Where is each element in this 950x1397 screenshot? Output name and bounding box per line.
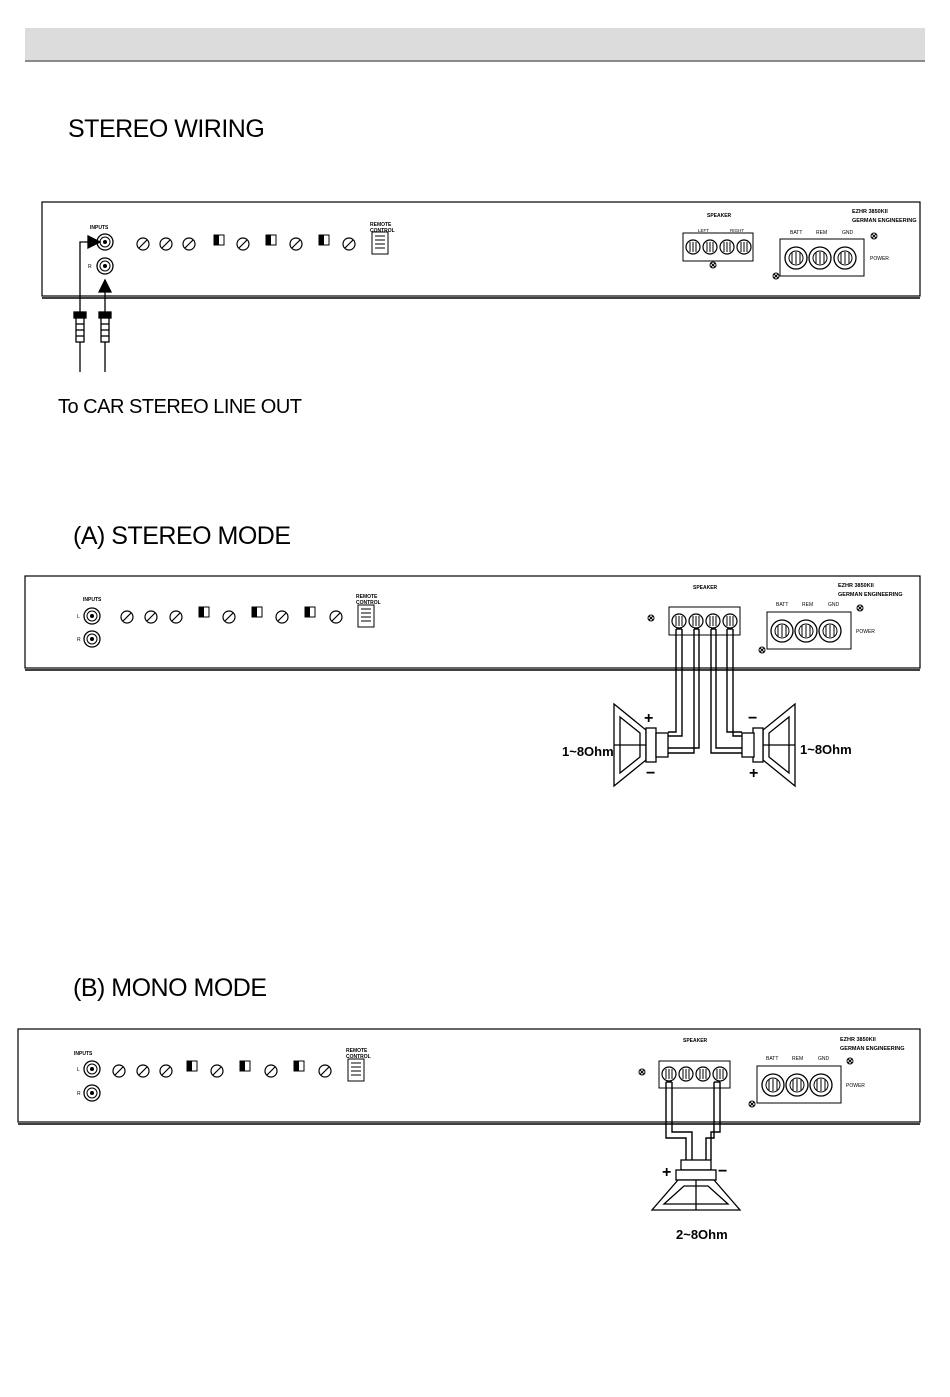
hpf-knob bbox=[236, 237, 250, 251]
mono-speaker-icon bbox=[650, 1159, 742, 1211]
left-label: LEFT bbox=[698, 228, 709, 233]
left-plus: + bbox=[644, 710, 653, 727]
svg-text:GERMAN ENGINEERING: GERMAN ENGINEERING bbox=[838, 592, 902, 598]
header-bar bbox=[25, 28, 925, 62]
svg-text:INPUTS: INPUTS bbox=[83, 597, 102, 603]
remote-label2: CONTROL bbox=[370, 228, 395, 234]
svg-text:L: L bbox=[77, 1067, 80, 1073]
amp-panel-stereo-mode: INPUTS L R REMOTE CONTROL SPEAKER EZHR 3… bbox=[24, 575, 921, 671]
svg-text:INPUTS: INPUTS bbox=[74, 1051, 93, 1057]
remote-label: REMOTE bbox=[370, 222, 392, 228]
hpf-switch bbox=[213, 234, 225, 246]
svg-text:L: L bbox=[77, 614, 80, 620]
right-minus: − bbox=[748, 710, 757, 727]
svg-text:GERMAN ENGINEERING: GERMAN ENGINEERING bbox=[840, 1046, 904, 1052]
svg-text:GND: GND bbox=[842, 230, 854, 236]
mono-minus: − bbox=[718, 1163, 727, 1180]
stereo-line-out-caption: To CAR STEREO LINE OUT bbox=[58, 396, 302, 418]
brand-line1: EZHR 3850KII bbox=[852, 209, 888, 215]
mode-switch bbox=[318, 234, 330, 246]
svg-text:CONTROL: CONTROL bbox=[346, 1054, 371, 1060]
svg-text:POWER: POWER bbox=[870, 256, 889, 262]
svg-text:REM: REM bbox=[816, 230, 827, 236]
svg-text:EZHR 3850KII: EZHR 3850KII bbox=[838, 583, 874, 589]
rca-plug-icon bbox=[73, 311, 87, 372]
svg-text:SPEAKER: SPEAKER bbox=[693, 585, 718, 591]
svg-text:REMOTE: REMOTE bbox=[356, 594, 378, 600]
brand-line2: GERMAN ENGINEERING bbox=[852, 218, 916, 224]
stereo-wiring-title: STEREO WIRING bbox=[68, 115, 265, 143]
rca-plug-icon bbox=[98, 311, 112, 372]
bass-boost-knob bbox=[159, 237, 173, 251]
svg-text:REM: REM bbox=[792, 1056, 803, 1062]
svg-text:SPEAKER: SPEAKER bbox=[683, 1038, 708, 1044]
svg-text:GND: GND bbox=[818, 1056, 830, 1062]
remote-port bbox=[371, 231, 389, 255]
svg-text:BATT: BATT bbox=[776, 602, 788, 608]
speaker-label: SPEAKER bbox=[707, 213, 732, 219]
mono-speaker-wires bbox=[665, 1081, 721, 1160]
input-jack-r bbox=[96, 257, 114, 275]
svg-text:POWER: POWER bbox=[856, 629, 875, 635]
level-knob bbox=[136, 237, 150, 251]
right-plus: + bbox=[749, 765, 758, 782]
phase-knob bbox=[342, 237, 356, 251]
mono-speaker-impedance: 2~8Ohm bbox=[676, 1227, 728, 1242]
right-speaker-impedance: 1~8Ohm bbox=[800, 742, 852, 757]
rca-cables bbox=[73, 234, 113, 372]
left-speaker-impedance: 1~8Ohm bbox=[562, 744, 614, 759]
left-minus: − bbox=[646, 765, 655, 782]
svg-text:REM: REM bbox=[802, 602, 813, 608]
svg-text:POWER: POWER bbox=[846, 1083, 865, 1089]
svg-text:GND: GND bbox=[828, 602, 840, 608]
svg-text:EZHR 3850KII: EZHR 3850KII bbox=[840, 1037, 876, 1043]
svg-text:R: R bbox=[77, 1091, 81, 1097]
stereo-speaker-wires bbox=[668, 628, 742, 754]
lpf-knob bbox=[289, 237, 303, 251]
right-speaker-icon bbox=[741, 702, 796, 788]
stereo-mode-title: (A) STEREO MODE bbox=[73, 522, 291, 550]
bass-freq-knob bbox=[182, 237, 196, 251]
svg-text:BATT: BATT bbox=[790, 230, 802, 236]
svg-text:CONTROL: CONTROL bbox=[356, 600, 381, 606]
mono-plus: + bbox=[662, 1164, 671, 1181]
inputs-label: INPUTS bbox=[90, 225, 109, 231]
amp-panel-stereo-wiring: INPUTS L R REMOTE CONTROL SPEAKER LEFT R… bbox=[41, 201, 921, 299]
lpf-switch bbox=[265, 234, 277, 246]
mono-mode-title: (B) MONO MODE bbox=[73, 974, 267, 1002]
svg-text:REMOTE: REMOTE bbox=[346, 1048, 368, 1054]
amp-panel-mono-mode: INPUTS L R REMOTE CONTROL SPEAKER EZHR 3… bbox=[17, 1028, 921, 1125]
right-label: RIGHT bbox=[730, 228, 744, 233]
svg-text:R: R bbox=[77, 637, 81, 643]
input-r-label: R bbox=[88, 264, 92, 270]
svg-text:BATT: BATT bbox=[766, 1056, 778, 1062]
left-speaker-icon bbox=[613, 702, 669, 788]
